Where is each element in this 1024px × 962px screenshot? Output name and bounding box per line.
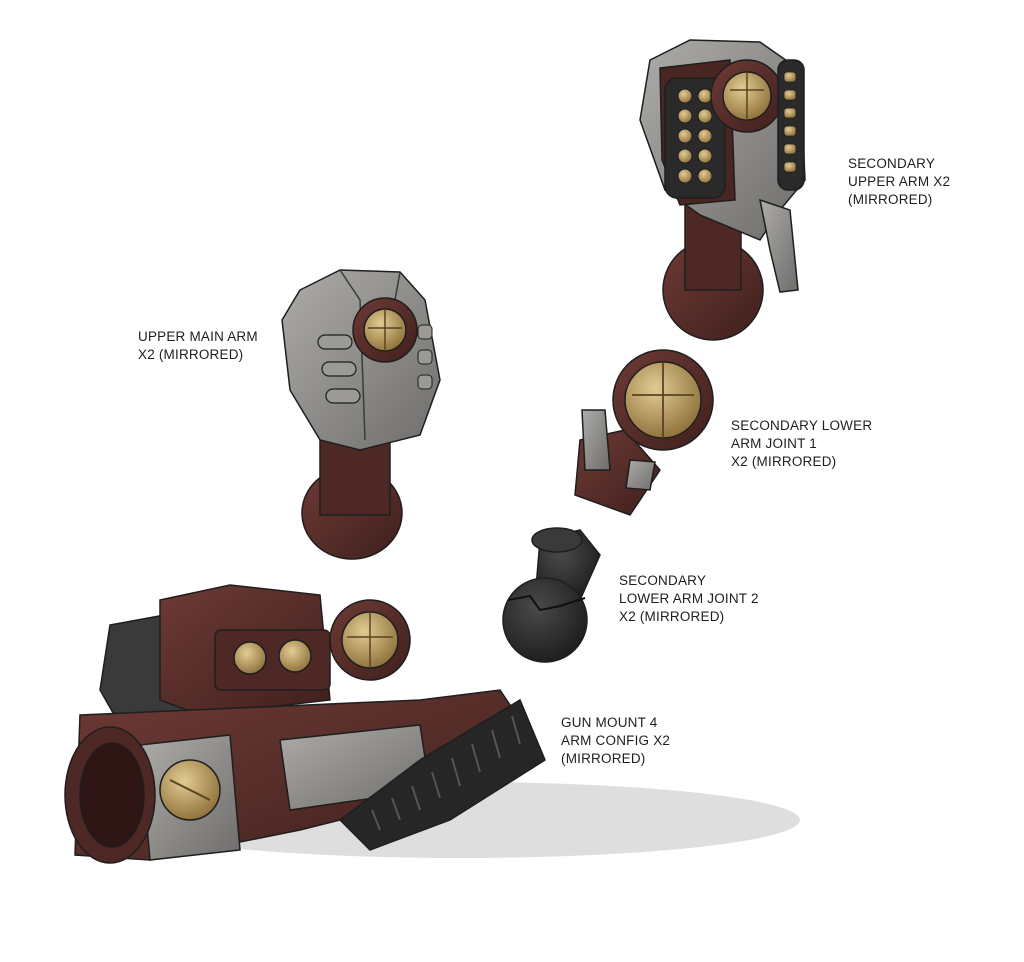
label-secondary-upper-arm: SECONDARY UPPER ARM X2 (MIRRORED) (848, 156, 951, 207)
secondary-lower-joint-2-part (502, 527, 601, 663)
rail-teeth (371, 715, 521, 831)
secondary-upper-arm-part (639, 39, 806, 341)
label-secondary-lower-joint-1: SECONDARY LOWER ARM JOINT 1 X2 (MIRRORED… (731, 418, 873, 469)
label-gun-mount: GUN MOUNT 4 ARM CONFIG X2 (MIRRORED) (561, 715, 671, 766)
gun-mount-part (64, 584, 800, 864)
upper-main-arm-part (281, 269, 441, 560)
label-secondary-lower-joint-2: SECONDARY LOWER ARM JOINT 2 X2 (MIRRORED… (619, 573, 759, 624)
brass-studs-right (783, 71, 797, 173)
brass-studs-left (677, 88, 713, 184)
slot-grooves (317, 334, 361, 404)
secondary-lower-joint-1-part (574, 349, 714, 516)
label-upper-main-arm: UPPER MAIN ARM X2 (MIRRORED) (138, 329, 258, 362)
